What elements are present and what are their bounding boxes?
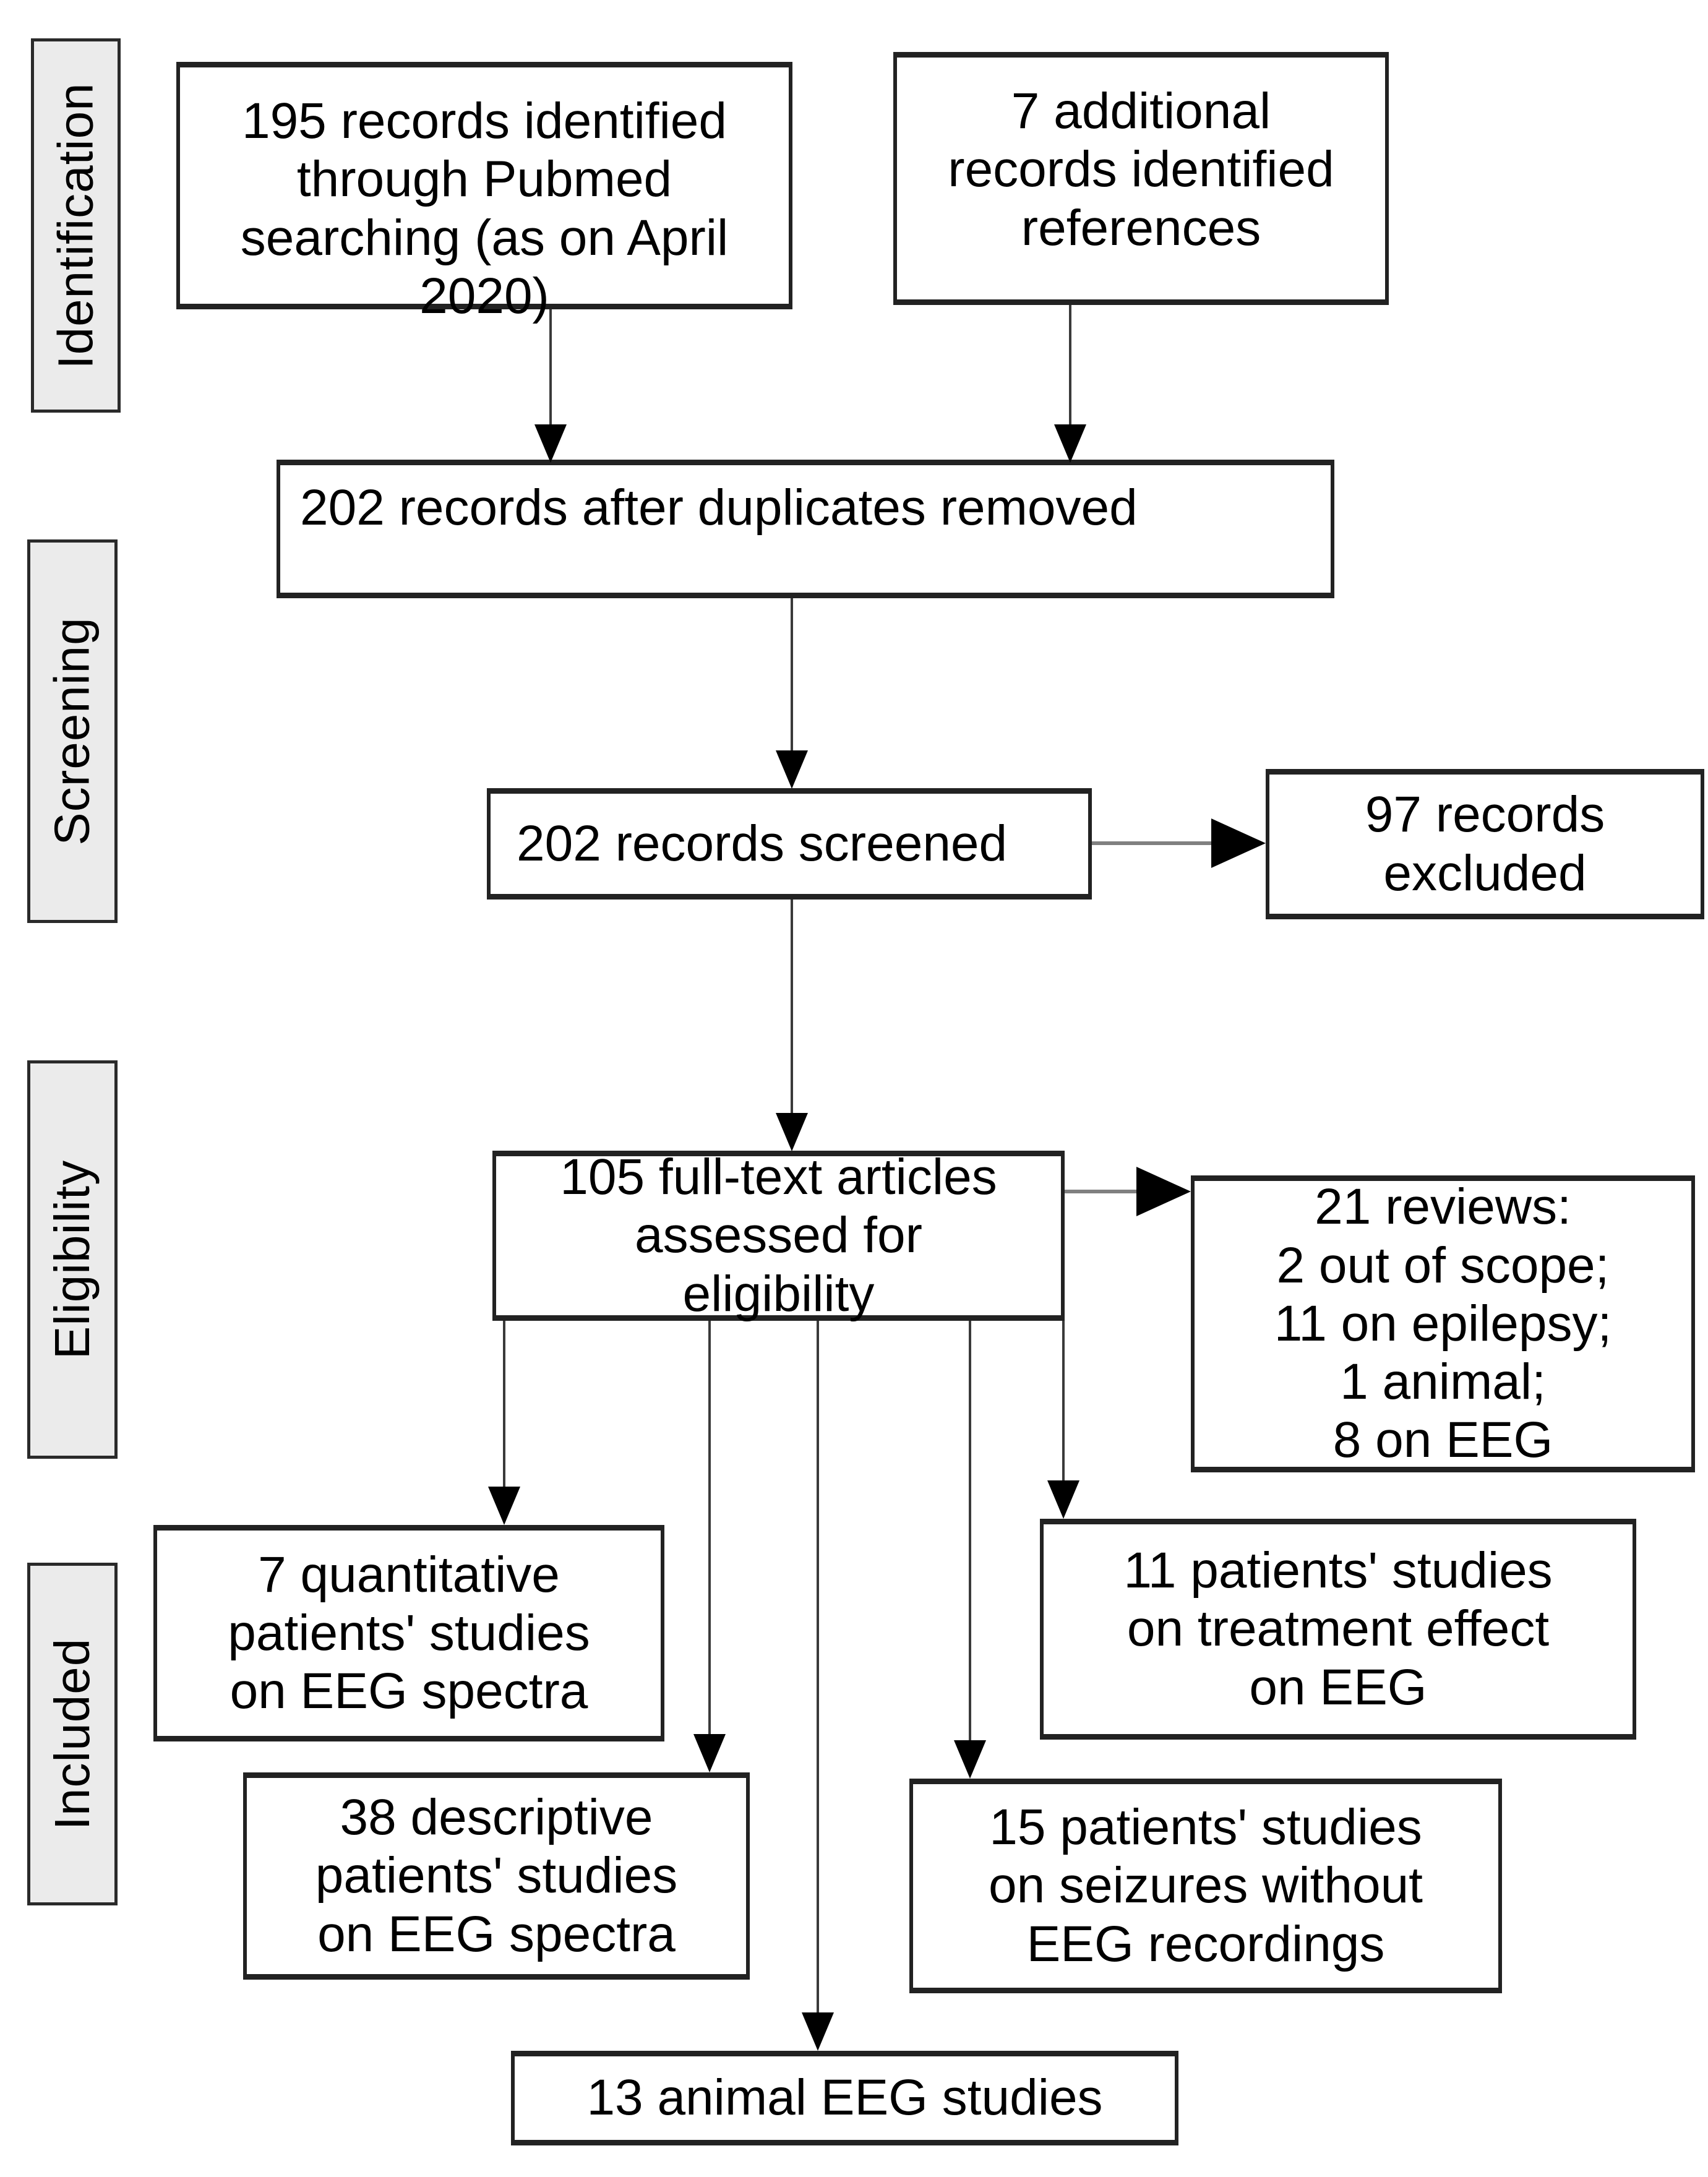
arrowhead-down-icon [954, 1740, 986, 1779]
connector-duplicates-to-screened [791, 598, 793, 752]
arrowhead-down-icon [776, 1113, 808, 1151]
stage-label-eligibility: Eligibility [27, 1060, 118, 1459]
connector-screened-to-excluded [1092, 841, 1213, 845]
stage-label-identification-text: Identification [48, 82, 103, 369]
arrowhead-down-icon [534, 424, 567, 463]
box-quantitative-studies: 7 quantitative patients' studies on EEG … [153, 1525, 664, 1741]
stage-label-included-text: Included [45, 1638, 100, 1831]
arrowhead-right-icon [1136, 1167, 1191, 1216]
box-animal-eeg-studies: 13 animal EEG studies [511, 2051, 1178, 2145]
arrowhead-down-icon [1054, 424, 1086, 463]
arrowhead-down-icon [1047, 1480, 1079, 1519]
connector-fulltext-to-quantitative [503, 1321, 505, 1488]
arrowhead-down-icon [488, 1487, 520, 1525]
stage-label-included: Included [27, 1563, 118, 1905]
connector-fulltext-to-descriptive [708, 1321, 711, 1735]
box-records-identified-pubmed: 195 records identified through Pubmed se… [176, 62, 792, 324]
box-treatment-effect-studies: 11 patients' studies on treatment effect… [1040, 1519, 1636, 1740]
arrowhead-down-icon [776, 750, 808, 789]
stage-label-screening: Screening [27, 539, 118, 923]
arrowhead-right-icon [1211, 818, 1266, 868]
connector-identified-to-duplicates [549, 309, 552, 427]
box-reviews-excluded-reasons: 21 reviews: 2 out of scope; 11 on epilep… [1191, 1175, 1695, 1472]
box-records-after-duplicates: 202 records after duplicates removed [277, 460, 1334, 598]
connector-screened-to-fulltext [791, 900, 793, 1115]
connector-fulltext-to-animal [817, 1321, 819, 2014]
connector-fulltext-to-reviews [1065, 1190, 1140, 1193]
box-descriptive-studies: 38 descriptive patients' studies on EEG … [243, 1772, 750, 1980]
box-fulltext-assessed: 105 full-text articles assessed for elig… [492, 1149, 1065, 1322]
connector-fulltext-to-treatment [1062, 1321, 1065, 1482]
box-records-excluded: 97 records excluded [1266, 769, 1704, 919]
connector-additional-to-duplicates [1069, 305, 1071, 427]
box-additional-records: 7 additional records identified referenc… [893, 52, 1389, 305]
stage-label-eligibility-text: Eligibility [45, 1159, 100, 1360]
box-seizure-studies: 15 patients' studies on seizures without… [909, 1779, 1502, 1993]
stage-label-screening-text: Screening [45, 617, 100, 846]
stage-label-identification: Identification [31, 38, 121, 413]
arrowhead-down-icon [693, 1734, 726, 1772]
arrowhead-down-icon [802, 2012, 834, 2051]
box-records-screened: 202 records screened [487, 788, 1092, 900]
connector-fulltext-to-seizures [969, 1321, 971, 1741]
